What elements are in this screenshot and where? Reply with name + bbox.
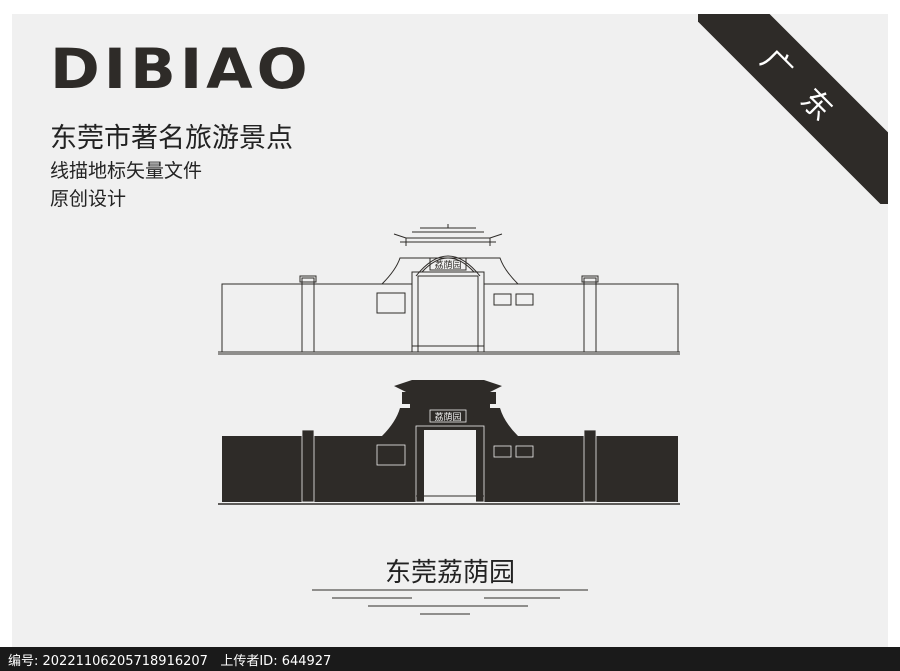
brand-title: DIBIAO (50, 37, 312, 102)
gate-outline-drawing (218, 224, 680, 355)
gate-silhouette-drawing (218, 380, 680, 505)
plaque-text-silhouette: 荔荫园 (434, 411, 461, 423)
decorative-lines (312, 589, 588, 615)
original-design-label: 原创设计 (50, 188, 127, 210)
subtitle: 东莞市著名旅游景点 (50, 123, 293, 154)
footer-bar: 编号: 20221106205718916207 上传者ID: 644927 (0, 647, 900, 671)
plaque-text-outline: 荔荫园 (434, 259, 461, 271)
description-line: 线描地标矢量文件 (50, 160, 203, 182)
poster-card: DIBIAO 东莞市著名旅游景点 线描地标矢量文件 原创设计 东莞荔荫园 (12, 14, 888, 657)
place-name: 东莞荔荫园 (384, 558, 515, 588)
image-id-label: 编号: 20221106205718916207 (8, 654, 208, 669)
uploader-id-label: 上传者ID: 644927 (220, 654, 332, 669)
footer-id: 编号: 20221106205718916207 上传者ID: 644927 (8, 650, 331, 669)
